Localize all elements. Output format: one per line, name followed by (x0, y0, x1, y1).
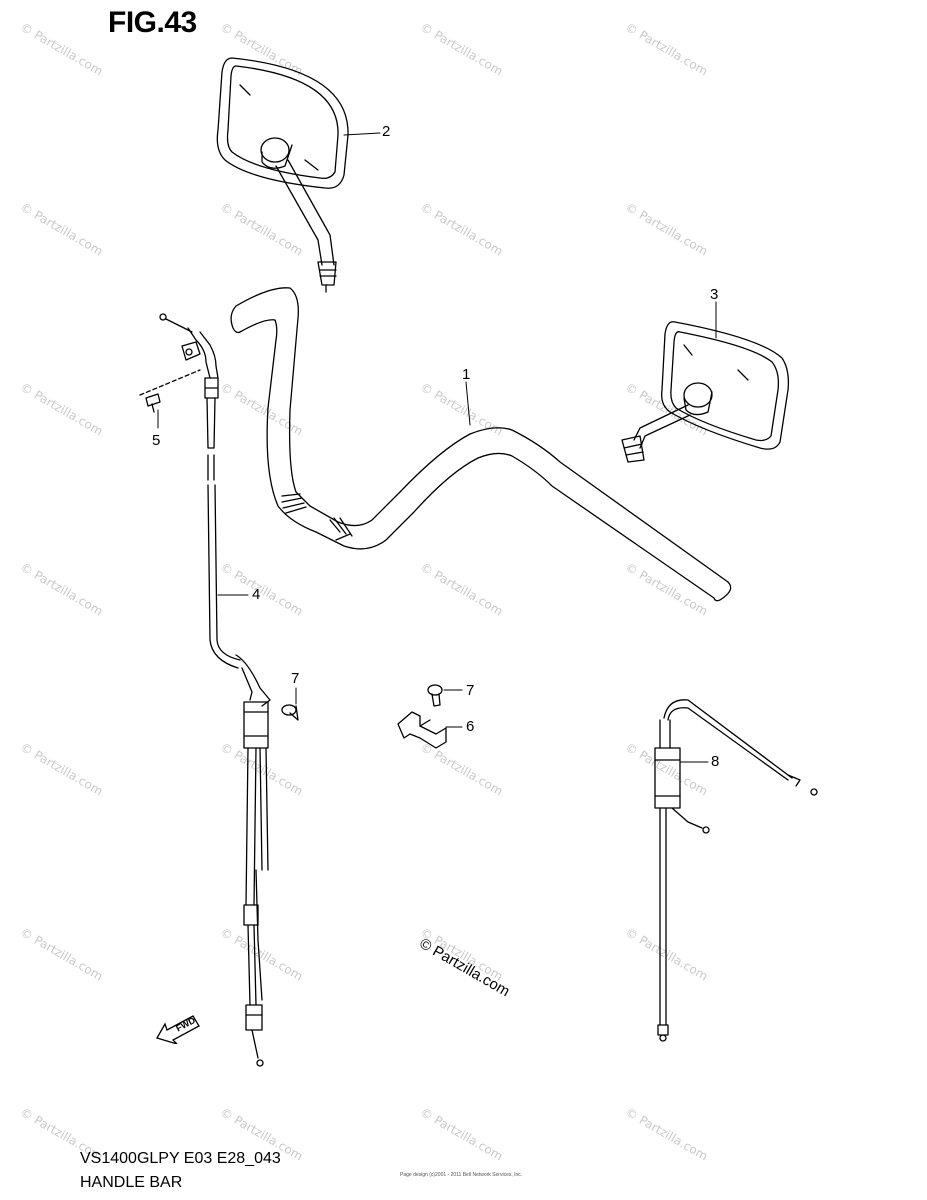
leader-lines (157, 132, 717, 763)
section-name: HANDLE BAR (80, 1174, 183, 1191)
screw-part-5 (145, 393, 161, 413)
mirror-left (216, 57, 349, 293)
callout-5: 5 (152, 432, 161, 449)
callout-3: 3 (710, 286, 719, 303)
bolt-part-7-left (281, 704, 299, 721)
clutch-cable (654, 699, 818, 1042)
callout-1: 1 (462, 366, 471, 383)
mirror-right (621, 321, 790, 463)
callout-2: 2 (382, 123, 391, 140)
callout-7-left: 7 (291, 670, 300, 687)
credits-line: Page design (c)2001 - 2011 Bell Network … (400, 1172, 523, 1178)
throttle-cable (139, 313, 271, 1067)
callout-6: 6 (466, 718, 475, 735)
callout-8: 8 (711, 753, 720, 770)
callout-7-center: 7 (466, 682, 475, 699)
callout-4: 4 (252, 586, 261, 603)
figure-title: FIG.43 (108, 6, 197, 39)
fwd-arrow-icon: FWD (153, 1008, 201, 1049)
bracket-part-6 (397, 684, 447, 749)
handle-bar (230, 287, 732, 602)
model-code: VS1400GLPY E03 E28_043 (80, 1150, 281, 1167)
